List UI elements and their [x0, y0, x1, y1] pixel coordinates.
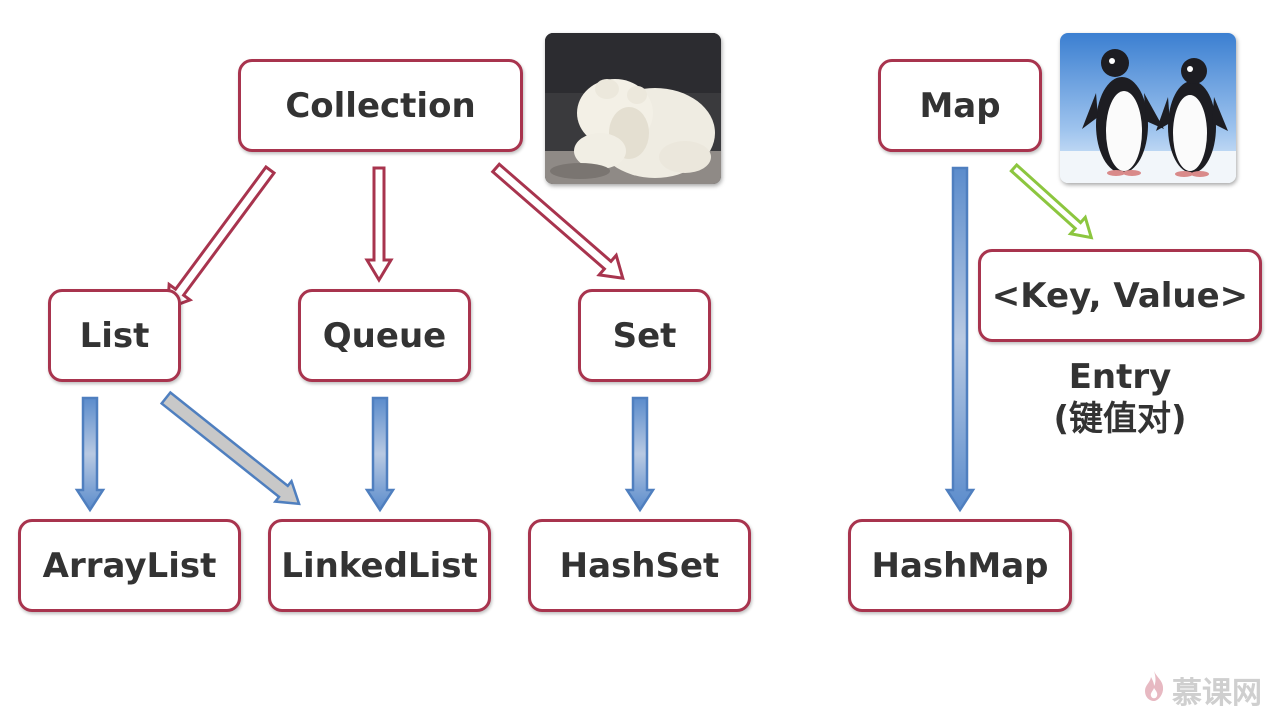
site-logo-text: 慕课网 [1172, 676, 1262, 711]
node-collection-label: Collection [285, 85, 476, 126]
node-map-label: Map [919, 85, 1001, 126]
node-queue-label: Queue [322, 315, 447, 356]
arrow-map-to-hashmap [944, 166, 976, 513]
node-list-label: List [79, 315, 150, 356]
site-logo: 慕课网 [1142, 668, 1262, 712]
arrow-collection-to-set [490, 162, 625, 281]
arrow-list-to-arraylist [74, 396, 106, 513]
node-set: Set [578, 289, 711, 382]
node-set-label: Set [612, 315, 677, 356]
node-hashset: HashSet [528, 519, 751, 612]
node-entry-label: <Key, Value> [991, 275, 1249, 316]
node-list: List [48, 289, 181, 382]
arrow-list-to-linkedlist [159, 390, 301, 506]
node-linkedlist: LinkedList [268, 519, 491, 612]
penguins-image [1060, 33, 1236, 183]
polar-bear-image [545, 33, 721, 184]
node-entry: <Key, Value> [978, 249, 1262, 342]
node-hashset-label: HashSet [559, 545, 720, 586]
node-hashmap-label: HashMap [871, 545, 1049, 586]
node-linkedlist-label: LinkedList [281, 545, 478, 586]
node-queue: Queue [298, 289, 471, 382]
arrow-set-to-hashset [624, 396, 656, 513]
node-collection: Collection [238, 59, 523, 152]
arrow-map-to-entry [1009, 162, 1094, 240]
node-arraylist-label: ArrayList [42, 545, 217, 586]
node-hashmap: HashMap [848, 519, 1072, 612]
flame-icon [1142, 670, 1166, 710]
entry-caption-subtitle: (键值对) [1053, 399, 1187, 439]
arrow-collection-to-queue [364, 166, 394, 283]
node-arraylist: ArrayList [18, 519, 241, 612]
entry-caption: Entry (键值对) [1010, 356, 1230, 440]
arrow-queue-to-linkedlist [364, 396, 396, 513]
entry-caption-title: Entry [1068, 357, 1172, 397]
node-map: Map [878, 59, 1042, 152]
